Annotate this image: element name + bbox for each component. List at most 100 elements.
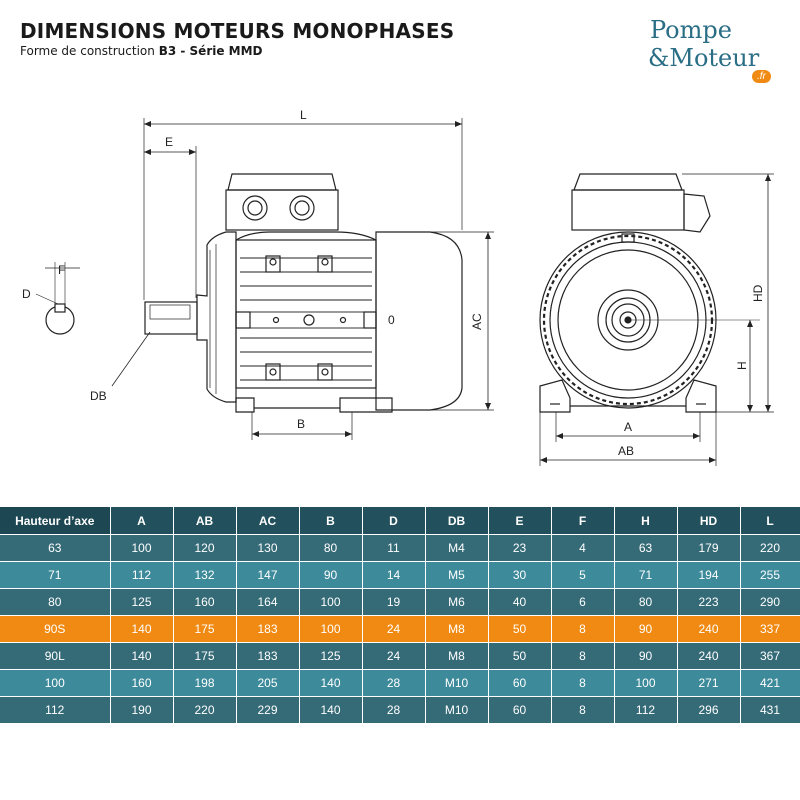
table-cell: 5 — [551, 561, 615, 589]
label-AB: AB — [618, 444, 634, 458]
table-cell: 431 — [740, 696, 800, 723]
table-cell: M8 — [425, 642, 489, 670]
subtitle-series: B3 - Série MMD — [158, 44, 263, 58]
cooling-fins — [240, 257, 372, 381]
table-cell: 140 — [110, 615, 174, 643]
table-cell: 14 — [362, 561, 426, 589]
table-cell: M6 — [425, 588, 489, 616]
table-cell: 190 — [110, 696, 174, 723]
terminal-box-lid — [227, 173, 337, 191]
table-cell: 240 — [677, 615, 741, 643]
table-cell: 223 — [677, 588, 741, 616]
table-cell: 194 — [677, 561, 741, 589]
table-cell: 112 — [614, 696, 678, 723]
table-cell: 160 — [110, 669, 174, 697]
table-cell: M8 — [425, 615, 489, 643]
label-HD: HD — [751, 284, 765, 302]
table-cell: 160 — [173, 588, 237, 616]
column-header: AC — [236, 507, 300, 535]
table-cell: 23 — [488, 534, 552, 562]
column-header: Hauteur d’axe — [0, 507, 111, 535]
table-cell: 8 — [551, 615, 615, 643]
table-cell: 240 — [677, 642, 741, 670]
table-cell: 8 — [551, 642, 615, 670]
table-cell: 271 — [677, 669, 741, 697]
table-cell: M10 — [425, 696, 489, 723]
label-zero: 0 — [388, 313, 395, 327]
label-F: F — [58, 263, 65, 277]
table-cell-axis-height: 90L — [0, 642, 111, 670]
table-cell: 255 — [740, 561, 800, 589]
table-cell: 125 — [110, 588, 174, 616]
table-cell: 24 — [362, 642, 426, 670]
table-cell: 28 — [362, 669, 426, 697]
table-cell: 205 — [236, 669, 300, 697]
label-AC: AC — [470, 313, 484, 330]
table-cell: 30 — [488, 561, 552, 589]
table-cell-axis-height: 63 — [0, 534, 111, 562]
table-cell: 90 — [299, 561, 363, 589]
table-cell: 40 — [488, 588, 552, 616]
subtitle-prefix: Forme de construction — [20, 44, 155, 58]
table-cell: 175 — [173, 642, 237, 670]
table-cell: 6 — [551, 588, 615, 616]
page-title: DIMENSIONS MOTEURS MONOPHASES — [20, 19, 455, 43]
table-cell: 140 — [299, 696, 363, 723]
table-cell: 296 — [677, 696, 741, 723]
brand-logo[interactable]: Pompe &Moteur .fr — [646, 16, 786, 88]
table-cell: 100 — [299, 588, 363, 616]
table-cell: 179 — [677, 534, 741, 562]
logo-word-moteur: &Moteur — [648, 44, 760, 72]
table-cell: 50 — [488, 642, 552, 670]
table-cell: 8 — [551, 696, 615, 723]
table-cell: 367 — [740, 642, 800, 670]
motor-dimension-drawing: L E 0 B — [22, 108, 774, 466]
table-cell: 63 — [614, 534, 678, 562]
table-cell: 71 — [614, 561, 678, 589]
table-cell: 125 — [299, 642, 363, 670]
label-H: H — [735, 361, 749, 370]
front-terminal-box — [571, 189, 685, 231]
table-cell: 183 — [236, 615, 300, 643]
table-cell: M10 — [425, 669, 489, 697]
table-cell: 28 — [362, 696, 426, 723]
column-header: AB — [173, 507, 237, 535]
table-cell-axis-height: 80 — [0, 588, 111, 616]
table-cell: 140 — [110, 642, 174, 670]
motor-shaft — [144, 301, 198, 335]
column-header: B — [299, 507, 363, 535]
fan-cover — [375, 231, 463, 411]
table-cell: 100 — [110, 534, 174, 562]
table-cell: 130 — [236, 534, 300, 562]
table-cell: 140 — [299, 669, 363, 697]
label-E: E — [165, 135, 173, 149]
label-A: A — [624, 420, 632, 434]
table-cell-axis-height: 71 — [0, 561, 111, 589]
label-D: D — [22, 287, 31, 301]
logo-word-pompe: Pompe — [650, 16, 732, 44]
column-header: F — [551, 507, 615, 535]
table-cell: 229 — [236, 696, 300, 723]
table-cell: 164 — [236, 588, 300, 616]
table-cell: 112 — [110, 561, 174, 589]
label-L: L — [300, 108, 307, 122]
table-cell-axis-height: 100 — [0, 669, 111, 697]
table-cell: 60 — [488, 669, 552, 697]
page-subtitle: Forme de construction B3 - Série MMD — [20, 44, 263, 58]
table-cell: 290 — [740, 588, 800, 616]
table-cell: 60 — [488, 696, 552, 723]
table-cell: 120 — [173, 534, 237, 562]
column-header: HD — [677, 507, 741, 535]
terminal-box — [225, 189, 339, 231]
table-cell: 132 — [173, 561, 237, 589]
column-header: D — [362, 507, 426, 535]
table-cell: 80 — [299, 534, 363, 562]
